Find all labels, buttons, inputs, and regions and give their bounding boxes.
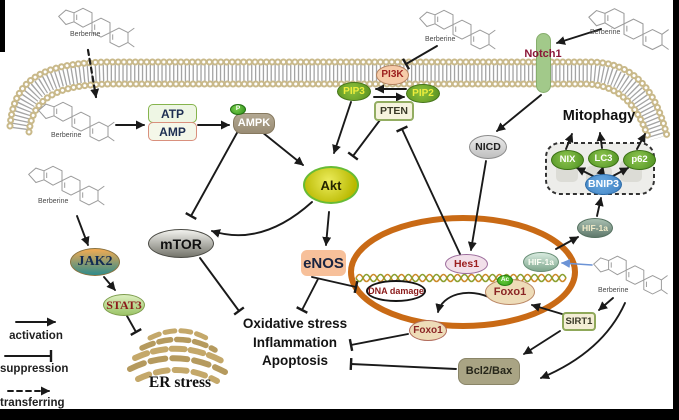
frame-bottom-bar (0, 409, 679, 420)
dna-damage-node: DNA damage (366, 280, 426, 302)
berberine-label-top-left: Berberine (70, 31, 101, 38)
amp-box: AMP (148, 122, 197, 141)
phosphate-icon: P (230, 104, 246, 115)
berberine-label-left: Berberine (38, 198, 69, 205)
acetyl-icon: Ac (497, 275, 513, 286)
hif1a-cytoplasm-node: HIF-1a (577, 218, 613, 238)
nix-node: NIX (551, 150, 584, 170)
stat3-node: STAT3 (103, 294, 145, 316)
bnip3-node: BNIP3 (585, 174, 622, 195)
enos-node: eNOS (301, 250, 346, 276)
berberine-label-top-center: Berberine (425, 36, 456, 43)
ampk-node: AMPK (233, 113, 275, 134)
frame-right-bar (673, 0, 679, 420)
sirt1-node: SIRT1 (562, 312, 596, 331)
jak2-node: JAK2 (70, 248, 120, 276)
hes1-node: Hes1 (445, 254, 488, 274)
pten-node: PTEN (374, 101, 414, 121)
foxo1-cytoplasm-node: Foxo1 (409, 320, 447, 341)
pi3k-node: PI3K (376, 65, 409, 85)
berberine-to-hif1a-arrow (561, 259, 593, 269)
legend-transferring-label: transferring (0, 397, 65, 409)
nicd-node: NICD (469, 135, 507, 159)
nucleus-membrane (348, 215, 578, 329)
dna-helix (355, 273, 567, 283)
frame-top-left-sliver (0, 0, 5, 52)
notch1-label: Notch1 (524, 48, 562, 60)
atp-box: ATP (148, 104, 197, 123)
berberine-transfer-arrow (86, 48, 100, 99)
outcome-apoptosis: Apoptosis (262, 353, 328, 368)
notch1-receptor (536, 33, 551, 93)
hif1a-nucleus-node: HIF-1a (523, 252, 559, 272)
berberine-label-right: Berberine (598, 287, 629, 294)
mitophagy-label: Mitophagy (562, 108, 636, 124)
bcl2-bax-node: Bcl2/Bax (458, 358, 520, 385)
cell-membrane (6, 58, 671, 144)
legend-activation-label: activation (9, 330, 63, 342)
berberine-label-top-right: Berberine (590, 29, 621, 36)
outcomes-text: Oxidative stress Inflammation Apoptosis (230, 315, 360, 371)
berberine-label-intracellular: Berberine (51, 132, 82, 139)
er-stress-illustration (127, 328, 228, 384)
pip2-node: PIP2 (406, 84, 440, 103)
lc3-node: LC3 (588, 149, 619, 168)
pip3-node: PIP3 (337, 82, 371, 101)
outcome-oxidative-stress: Oxidative stress (242, 316, 348, 331)
er-stress-label: ER stress (148, 374, 212, 391)
p62-node: p62 (623, 150, 656, 170)
legend-suppression-label: suppression (0, 363, 69, 375)
mtor-node: mTOR (148, 229, 214, 258)
akt-node: Akt (303, 166, 359, 204)
outcome-inflammation: Inflammation (252, 334, 337, 350)
